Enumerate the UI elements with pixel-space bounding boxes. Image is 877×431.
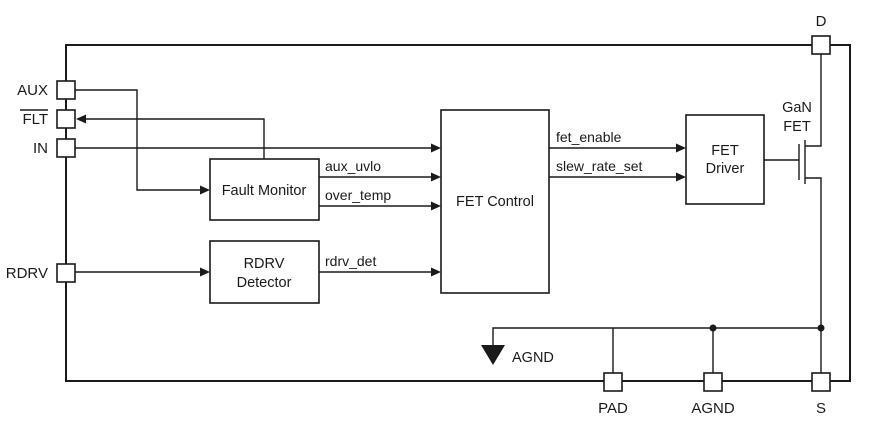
ground-bus-wire bbox=[492, 327, 821, 345]
pin-in bbox=[56, 138, 76, 158]
rdrv-det-label: rdrv_det bbox=[325, 253, 376, 269]
rdrv-detector-block bbox=[209, 240, 320, 304]
ground-symbol-icon bbox=[481, 345, 505, 365]
rdrv-det-arrowhead bbox=[431, 267, 441, 277]
pin-pad bbox=[603, 372, 623, 392]
fet-driver-label-1: FET bbox=[711, 143, 739, 159]
pin-rdrv-label: RDRV bbox=[6, 265, 48, 282]
chip-outline bbox=[65, 44, 851, 382]
agnd-ground-label: AGND bbox=[512, 350, 554, 366]
fault-monitor-label: Fault Monitor bbox=[222, 183, 307, 199]
pin-flt bbox=[56, 109, 76, 129]
gan-fet-symbol bbox=[764, 54, 822, 373]
pin-in-label: IN bbox=[33, 140, 48, 157]
slew-rate-set-arrowhead bbox=[676, 172, 686, 182]
agnd-junction-dot bbox=[709, 324, 717, 332]
aux-to-fault-wire bbox=[75, 89, 202, 191]
pin-rdrv bbox=[56, 263, 76, 283]
pin-aux bbox=[56, 80, 76, 100]
pin-d bbox=[811, 35, 831, 55]
fet-enable-label: fet_enable bbox=[556, 129, 622, 145]
pin-flt-label: FLT bbox=[22, 111, 48, 128]
pin-d-label: D bbox=[816, 13, 827, 30]
flt-arrowhead bbox=[76, 114, 86, 124]
fet-driver-label-2: Driver bbox=[706, 161, 745, 177]
s-junction-dot bbox=[817, 324, 825, 332]
fault-to-flt-wire bbox=[84, 118, 265, 159]
slew-rate-set-label: slew_rate_set bbox=[556, 158, 642, 174]
fet-control-block bbox=[440, 109, 550, 294]
pin-aux-label: AUX bbox=[17, 82, 48, 99]
in-arrowhead bbox=[431, 143, 441, 153]
pin-s bbox=[811, 372, 831, 392]
pin-agnd bbox=[703, 372, 723, 392]
pin-agnd-label: AGND bbox=[691, 400, 735, 417]
pin-s-label: S bbox=[816, 400, 826, 417]
pin-pad-label: PAD bbox=[598, 400, 628, 417]
rdrv-detector-label-2: Detector bbox=[237, 275, 292, 291]
fet-enable-arrowhead bbox=[676, 143, 686, 153]
aux-uvlo-arrowhead bbox=[431, 172, 441, 182]
rdrv-arrowhead bbox=[200, 267, 210, 277]
fet-driver-block bbox=[685, 114, 765, 205]
fault-monitor-block bbox=[209, 158, 320, 221]
fet-control-label: FET Control bbox=[456, 194, 534, 210]
aux-arrowhead bbox=[200, 185, 210, 195]
gan-fet-label-2: FET bbox=[783, 119, 811, 135]
gan-fet-label-1: GaN bbox=[782, 100, 812, 116]
rdrv-detector-label-1: RDRV bbox=[244, 256, 285, 272]
over-temp-arrowhead bbox=[431, 201, 441, 211]
aux-uvlo-label: aux_uvlo bbox=[325, 158, 381, 174]
over-temp-label: over_temp bbox=[325, 187, 391, 203]
